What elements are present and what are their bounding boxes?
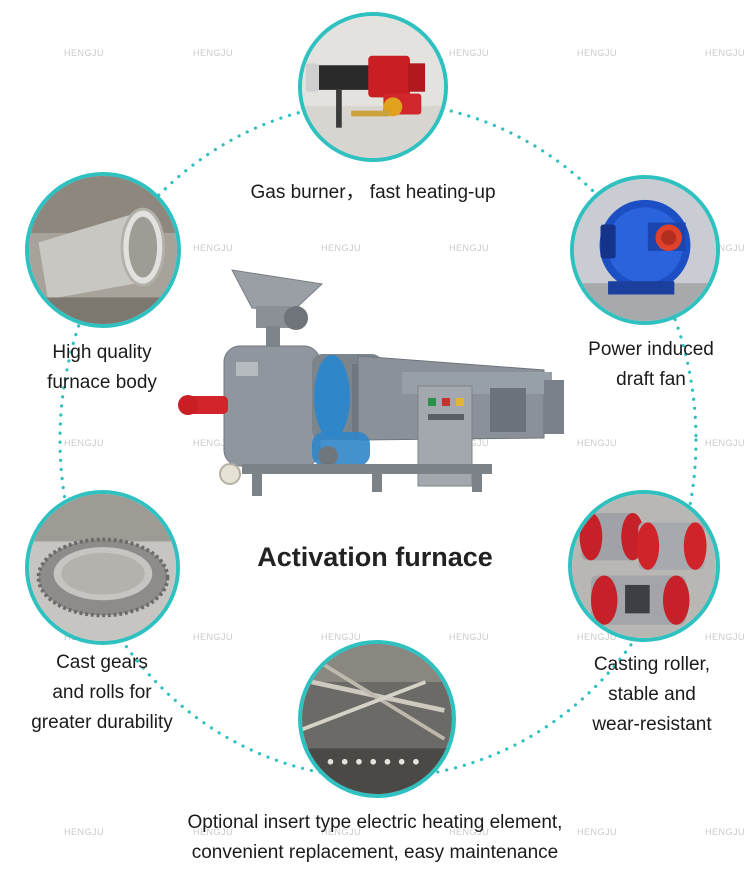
watermark: HENGJU <box>449 827 490 837</box>
draft-fan-caption: Power induced draft fan <box>566 335 736 395</box>
gas-burner-caption-line: Gas burner， fast heating-up <box>250 182 496 203</box>
watermark: HENGJU <box>321 243 362 253</box>
furnace-body-photo <box>25 172 181 328</box>
casting-roller-caption-line-3: wear-resistant <box>592 714 712 735</box>
furnace-body-caption-line-2: furnace body <box>47 372 157 393</box>
watermark: HENGJU <box>705 632 746 642</box>
gas-burner-caption: Gas burner， fast heating-up <box>218 178 528 208</box>
gas-burner-photo <box>298 12 448 162</box>
cast-gears-caption-line-2: and rolls for <box>52 682 152 703</box>
cast-gears-caption: Cast gears and rolls for greater durabil… <box>12 648 192 738</box>
watermark: HENGJU <box>705 827 746 837</box>
watermark: HENGJU <box>577 438 618 448</box>
watermark: HENGJU <box>193 438 234 448</box>
page-title: Activation furnace <box>257 542 493 572</box>
watermark: HENGJU <box>705 48 746 58</box>
draft-fan-photo <box>570 175 720 325</box>
watermark: HENGJU <box>193 48 234 58</box>
furnace-body-caption: High quality furnace body <box>22 338 182 398</box>
heating-element-caption: Optional insert type electric heating el… <box>150 808 600 868</box>
watermark: HENGJU <box>193 632 234 642</box>
casting-roller-caption-line-2: stable and <box>608 684 696 705</box>
draft-fan-caption-line-1: Power induced <box>588 339 714 360</box>
cast-gears-caption-line-3: greater durability <box>31 712 173 733</box>
watermark: HENGJU <box>64 827 105 837</box>
cast-gears-caption-line-1: Cast gears <box>56 652 148 673</box>
watermark: HENGJU <box>577 48 618 58</box>
watermark: HENGJU <box>64 438 105 448</box>
casting-roller-photo <box>568 490 720 642</box>
heating-element-caption-line-2: convenient replacement, easy maintenance <box>191 842 559 863</box>
watermark: HENGJU <box>705 438 746 448</box>
activation-furnace-machine <box>178 269 564 496</box>
casting-roller-caption: Casting roller, stable and wear-resistan… <box>568 650 736 740</box>
cast-gears-photo <box>25 490 180 645</box>
furnace-body-caption-line-1: High quality <box>52 342 152 363</box>
watermark: HENGJU <box>321 827 362 837</box>
watermark: HENGJU <box>449 632 490 642</box>
watermark: HENGJU <box>64 48 105 58</box>
casting-roller-caption-line-1: Casting roller, <box>593 654 711 675</box>
watermark: HENGJU <box>193 243 234 253</box>
watermark: HENGJU <box>321 632 362 642</box>
watermark: HENGJU <box>577 827 618 837</box>
draft-fan-caption-line-2: draft fan <box>616 369 686 390</box>
watermark: HENGJU <box>193 827 234 837</box>
heating-element-caption-line-1: Optional insert type electric heating el… <box>187 812 563 833</box>
watermark: HENGJU <box>577 632 618 642</box>
watermark: HENGJU <box>449 243 490 253</box>
watermark: HENGJU <box>705 243 746 253</box>
heating-element-photo <box>298 640 456 798</box>
watermark: HENGJU <box>449 48 490 58</box>
